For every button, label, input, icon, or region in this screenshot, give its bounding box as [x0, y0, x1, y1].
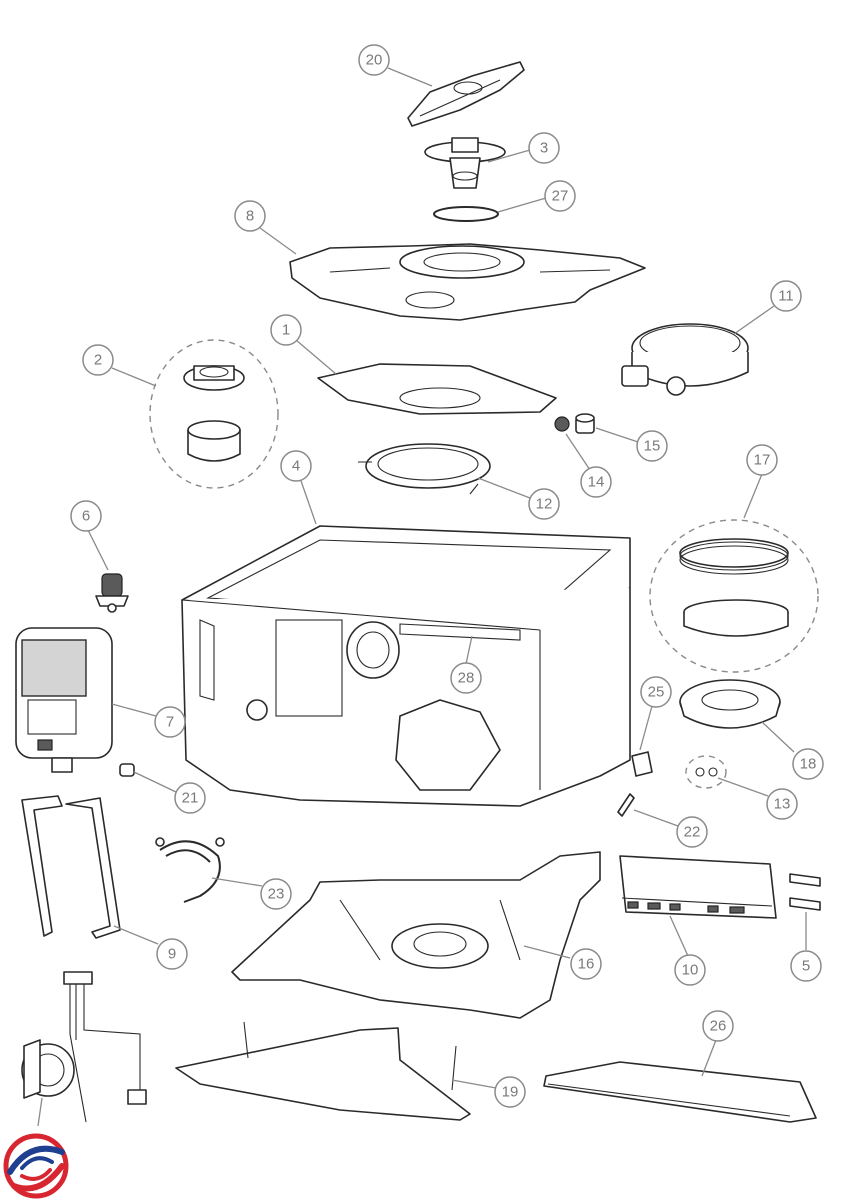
callout-label: 8: [246, 208, 254, 225]
callout-label: 5: [802, 958, 810, 975]
part-clip: [119, 763, 135, 777]
callout-label: 26: [710, 1018, 727, 1035]
callout-25: 25: [640, 676, 672, 708]
callout-21: 21: [174, 782, 206, 814]
callout-17: 17: [746, 444, 778, 476]
callout-9: 9: [156, 938, 188, 970]
callout-6: 6: [70, 500, 102, 532]
callout-2: 2: [82, 344, 114, 376]
callout-label: 9: [168, 946, 176, 963]
part-filter-tray: [317, 363, 557, 415]
callout-14: 14: [580, 466, 612, 498]
callout-label: 14: [588, 474, 605, 491]
part-valve: [95, 573, 129, 613]
callout-8: 8: [234, 200, 266, 232]
callout-26: 26: [702, 1010, 734, 1042]
callout-label: 23: [268, 886, 285, 903]
callout-label: 17: [754, 452, 771, 469]
leader-lines: [37, 67, 807, 1127]
callout-13: 13: [766, 788, 798, 820]
callout-label: 4: [292, 458, 300, 475]
part-small-nut: [554, 416, 570, 432]
part-bracket: [631, 751, 653, 777]
callout-11: 11: [770, 280, 802, 312]
callout-label: 13: [774, 796, 791, 813]
part-strip: [617, 793, 635, 817]
callout-label: 18: [800, 756, 817, 773]
callout-18: 18: [792, 748, 824, 780]
callout-4: 4: [280, 450, 312, 482]
part-filter-plate: [289, 243, 646, 321]
part-screw-group: [685, 755, 727, 789]
callout-label: 15: [644, 438, 661, 455]
part-kick-plate: [543, 1061, 817, 1123]
part-tub: [181, 525, 631, 807]
callout-1: 1: [270, 314, 302, 346]
part-small-sleeve: [575, 413, 595, 434]
callout-10: 10: [674, 954, 706, 986]
part-hose-bracket: [155, 837, 225, 903]
callout-label: 19: [502, 1084, 519, 1101]
callout-label: 6: [82, 508, 90, 525]
part-seal-group: [649, 519, 819, 673]
callout-16: 16: [570, 948, 602, 980]
callout-23: 23: [260, 878, 292, 910]
callout-label: 3: [540, 140, 548, 157]
callout-label: 1: [282, 322, 290, 339]
part-drain-pump: [21, 971, 147, 1123]
part-rail: [175, 1021, 471, 1121]
callout-27: 27: [544, 180, 576, 212]
callout-label: 12: [536, 496, 553, 513]
callout-22: 22: [676, 816, 708, 848]
callout-label: 28: [458, 670, 475, 687]
part-base: [231, 851, 601, 1019]
callout-label: 27: [552, 188, 569, 205]
callout-3: 3: [528, 132, 560, 164]
callout-label: 25: [648, 684, 665, 701]
part-controller-module: [619, 855, 777, 919]
callout-20: 20: [358, 44, 390, 76]
part-filter-cup-group: [149, 339, 279, 489]
callout-28: 28: [450, 662, 482, 694]
part-spray-arm: [407, 61, 525, 127]
part-spray-hub: [424, 137, 506, 189]
brand-swirl-logo: [3, 1133, 69, 1199]
callout-12: 12: [528, 488, 560, 520]
part-o-ring: [433, 206, 499, 222]
callout-label: 22: [684, 824, 701, 841]
callout-label: 20: [366, 52, 383, 69]
callout-label: 11: [778, 288, 794, 305]
callout-19: 19: [494, 1076, 526, 1108]
callout-label: 7: [166, 714, 174, 731]
callout-15: 15: [636, 430, 668, 462]
part-connectors: [789, 873, 821, 911]
callout-5: 5: [790, 950, 822, 982]
callout-label: 16: [578, 956, 595, 973]
part-pump-housing: [621, 323, 749, 396]
part-heater-ring: [358, 443, 491, 495]
callout-label: 2: [94, 352, 102, 369]
callout-7: 7: [154, 706, 186, 738]
callout-label: 10: [682, 962, 699, 979]
part-sump-cover: [679, 679, 781, 729]
callout-label: 21: [182, 790, 199, 807]
part-door-frame: [21, 795, 121, 939]
part-control-board: [15, 627, 113, 773]
